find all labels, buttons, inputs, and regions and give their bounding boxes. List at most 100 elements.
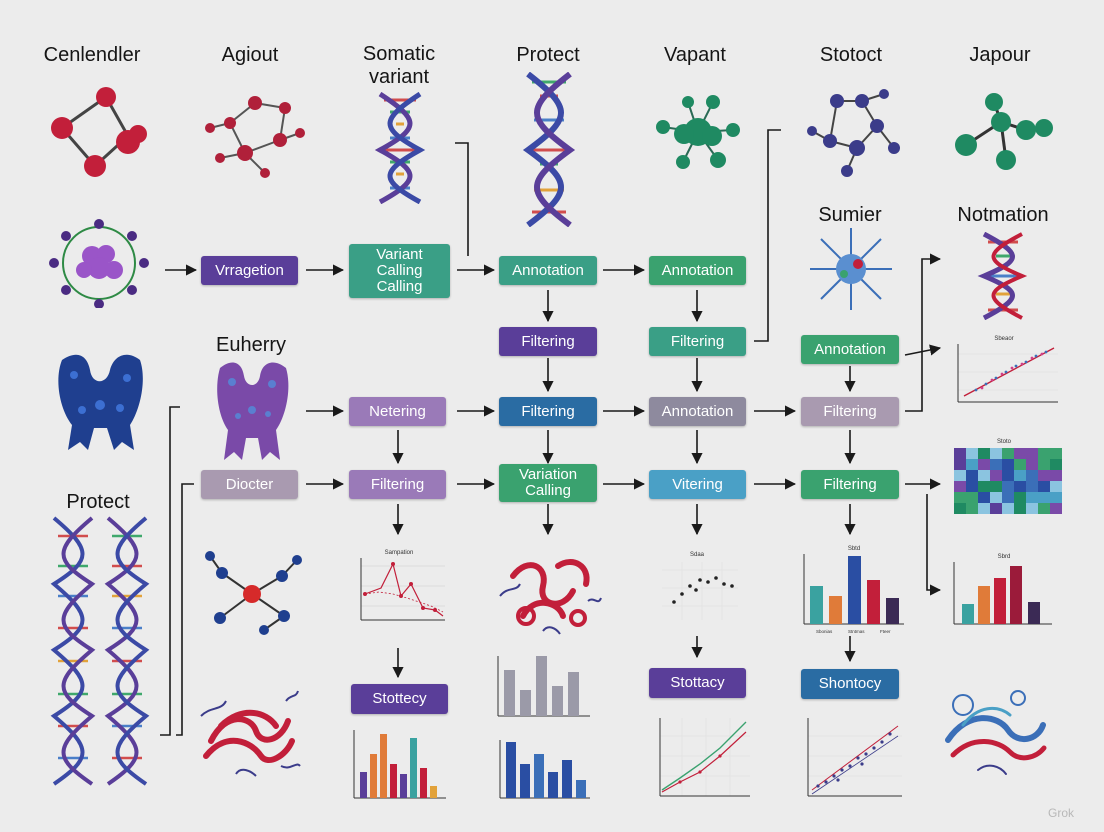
- filtering-box[interactable]: Filtering: [801, 397, 899, 426]
- heatmap-cell: [1002, 448, 1014, 459]
- connector: [176, 483, 194, 736]
- diocter-box[interactable]: Diocter: [201, 470, 298, 499]
- stottacy-box[interactable]: Stottacy: [649, 668, 746, 698]
- header-protect-left: Protect: [66, 491, 130, 513]
- header-somatic-variant: Somatic variant: [362, 43, 436, 88]
- vrragetion-box[interactable]: Vrragetion: [201, 256, 298, 285]
- cluster-icon: [656, 95, 740, 169]
- variation-calling-box[interactable]: Variation Calling: [499, 464, 597, 502]
- connector: [926, 494, 942, 596]
- molecule-icon: [205, 96, 305, 178]
- heatmap-cell: [1014, 459, 1026, 470]
- netering-box[interactable]: Netering: [349, 397, 446, 426]
- chart-title: Sbrd: [998, 554, 1011, 560]
- heatmap-cell: [1026, 470, 1038, 481]
- dna-icon: [374, 92, 426, 204]
- protein-icon: [217, 362, 289, 460]
- heatmap-cell: [966, 503, 978, 514]
- mini-line-chart: [659, 718, 750, 797]
- heatmap-cell: [1026, 492, 1038, 503]
- mini-bar-chart: [499, 740, 590, 799]
- heatmap-cell: [1038, 459, 1050, 470]
- watermark: Grok: [1048, 806, 1075, 820]
- heatmap-cell: [990, 481, 1002, 492]
- heatmap-cell: [1050, 481, 1062, 492]
- header-agiout: Agiout: [221, 44, 279, 66]
- protein-icon: [58, 354, 143, 450]
- connector: [905, 253, 942, 412]
- header-japour: Japour: [969, 44, 1031, 66]
- heatmap-cell: [966, 470, 978, 481]
- molecule-icon: [51, 87, 147, 177]
- heatmap-cell: [1002, 492, 1014, 503]
- heatmap-cell: [954, 492, 966, 503]
- heatmap-cell: [978, 481, 990, 492]
- mini-bar-chart: Sbtd Sbonias Stntmas Fteer: [803, 546, 904, 634]
- annotation-box[interactable]: Annotation: [801, 335, 899, 364]
- header-vapant: Vapant: [664, 44, 726, 66]
- arrow: [904, 344, 942, 356]
- heatmap-cell: [978, 459, 990, 470]
- dna-icon: [977, 232, 1028, 320]
- molecule-icon: [807, 89, 900, 177]
- filtering-box[interactable]: Filtering: [649, 327, 746, 356]
- filtering-box[interactable]: Filtering: [801, 470, 899, 499]
- heatmap-cell: [1050, 492, 1062, 503]
- annotation-box[interactable]: Annotation: [649, 397, 746, 426]
- molecule-icon: [955, 93, 1053, 170]
- heatmap-cell: [990, 503, 1002, 514]
- annotation-box[interactable]: Annotation: [499, 256, 597, 285]
- heatmap-cell: [1038, 448, 1050, 459]
- filtering-box[interactable]: Filtering: [499, 327, 597, 356]
- nanoparticle-icon: [49, 219, 149, 308]
- tick-label: Stntmas: [848, 629, 865, 634]
- protein-ribbon-icon: [200, 690, 301, 777]
- heatmap-cell: [1002, 503, 1014, 514]
- heatmap-cell: [954, 481, 966, 492]
- heatmap-cell: [978, 492, 990, 503]
- mini-bar-chart: [497, 656, 590, 717]
- heatmap-cell: [1014, 481, 1026, 492]
- header-sumier: Sumier: [818, 204, 882, 226]
- annotation-box[interactable]: Annotation: [649, 256, 746, 285]
- heatmap-cell: [1050, 448, 1062, 459]
- heatmap-cell: [1002, 481, 1014, 492]
- filtering-box[interactable]: Filtering: [499, 397, 597, 426]
- connector: [754, 129, 781, 342]
- vitering-box[interactable]: Vitering: [649, 470, 746, 499]
- chart-title: Sbeaor: [994, 336, 1013, 342]
- heatmap-cell: [1050, 503, 1062, 514]
- heatmap-cell: [954, 503, 966, 514]
- heatmap-cell: [966, 492, 978, 503]
- swirl-icon: [945, 690, 1047, 775]
- mini-scatter-chart: Sdaa: [662, 552, 738, 620]
- heatmap-cell: [1026, 448, 1038, 459]
- mini-line-chart: Sampation: [360, 550, 445, 621]
- variant-calling-box[interactable]: Variant Calling Calling: [349, 244, 450, 298]
- filtering-box[interactable]: Filtering: [349, 470, 446, 499]
- molecule-icon: [205, 551, 302, 635]
- heatmap-cell: [1050, 459, 1062, 470]
- heatmap-cell: [1038, 481, 1050, 492]
- shontocy-box[interactable]: Shontocy: [801, 669, 899, 699]
- heatmap-cell: [1026, 459, 1038, 470]
- heatmap-cell: [1002, 459, 1014, 470]
- header-stotoct: Stotoct: [819, 44, 883, 66]
- dna-icon: [522, 72, 576, 227]
- stottecy-box[interactable]: Stottecy: [351, 684, 448, 714]
- mini-bar-chart: [353, 730, 446, 799]
- heatmap-cell: [966, 448, 978, 459]
- connector: [160, 406, 180, 736]
- heatmap-cell: [954, 470, 966, 481]
- mini-scatter-chart: [807, 718, 902, 797]
- heatmap-cell: [1050, 470, 1062, 481]
- heatmap-cell: [990, 492, 1002, 503]
- tick-label: Fteer: [880, 629, 891, 634]
- heatmap-cell: [1014, 470, 1026, 481]
- header-euherry: Euherry: [215, 334, 287, 356]
- connector: [455, 142, 469, 256]
- header-cenlendler: Cenlendler: [43, 44, 141, 66]
- header-notmation: Notmation: [957, 204, 1049, 226]
